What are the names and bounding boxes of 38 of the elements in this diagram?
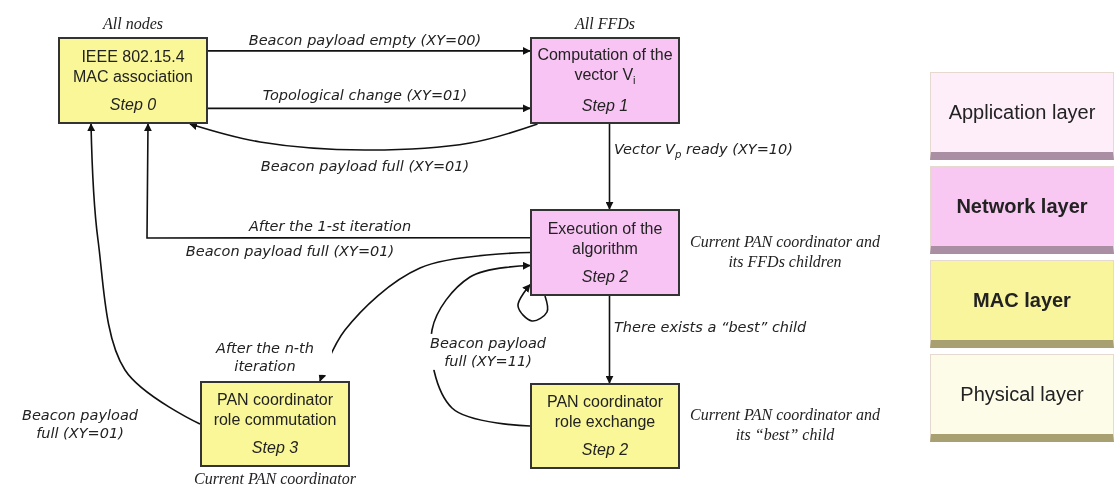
- role-caption: Current PAN coordinator: [192, 469, 358, 489]
- arrow: [189, 122, 539, 151]
- step-label: Step 2: [581, 266, 629, 287]
- role-caption: All nodes: [101, 14, 164, 34]
- layer-name: Application layer: [948, 101, 1096, 124]
- box-title: IEEE 802.15.4 MAC association: [71, 46, 194, 87]
- role-caption: All FFDs: [573, 14, 636, 34]
- arrow: [605, 295, 614, 384]
- box-title: PAN coordinator role exchange: [545, 392, 665, 432]
- role-caption: Current PAN coordinator and its FFDs children: [688, 232, 882, 272]
- layer-name: Physical layer: [960, 383, 1084, 406]
- box-title: PAN coordinator role commutation: [212, 390, 338, 430]
- step-label: Step 3: [251, 438, 299, 458]
- process-box: [530, 383, 680, 469]
- arrow: [143, 123, 531, 239]
- layer-box: [930, 166, 1114, 254]
- arrow: [207, 46, 531, 55]
- arrow: [207, 104, 531, 113]
- step-label: Step 0: [109, 94, 157, 115]
- arrow: [87, 123, 201, 425]
- layer-name: Network layer: [956, 195, 1088, 218]
- arrow: [517, 283, 549, 322]
- layer-box: [930, 354, 1114, 442]
- layer-name: MAC layer: [973, 289, 1071, 312]
- layer-box: [930, 72, 1114, 160]
- edge-label: Vector V$_{p}$ ready (XY=10): [612, 140, 795, 162]
- arrow: [318, 251, 531, 382]
- box-title: Execution of the algorithm: [546, 218, 664, 259]
- process-box: [58, 37, 208, 124]
- process-box: [530, 37, 680, 124]
- step-label: Step 1: [581, 95, 629, 116]
- box-title: Computation of the vector V$_{i}$: [536, 45, 674, 88]
- role-caption: Current PAN coordinator and its “best” child: [688, 405, 882, 445]
- process-box: [530, 209, 680, 296]
- step-label: Step 2: [581, 440, 629, 460]
- process-box: [200, 381, 350, 467]
- arrow: [605, 123, 614, 210]
- layer-box: [930, 260, 1114, 348]
